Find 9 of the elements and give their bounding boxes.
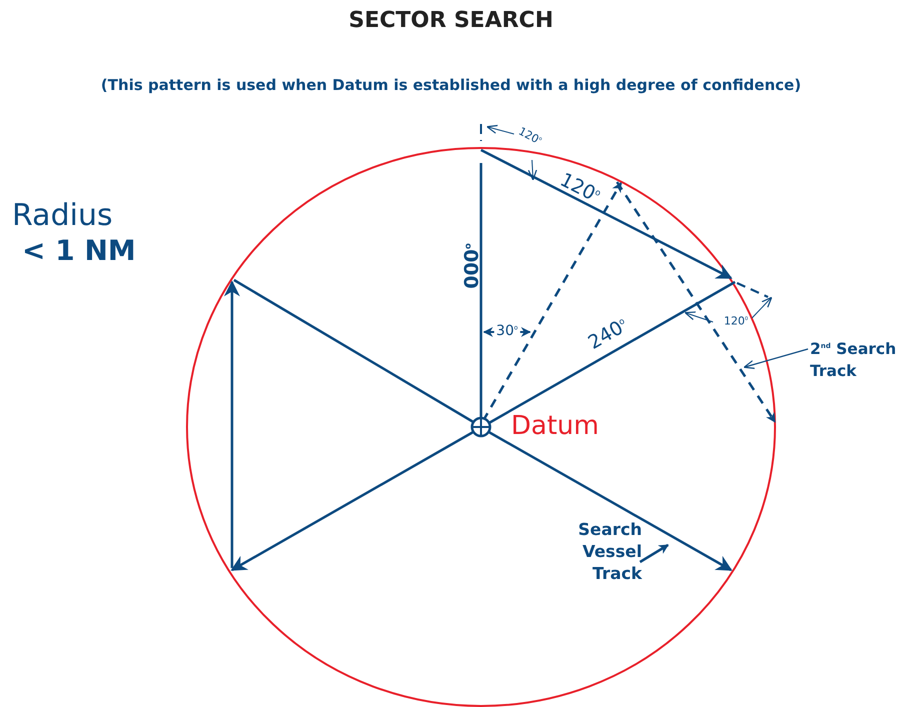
radius-label: < 1 NM bbox=[22, 234, 136, 267]
title: SECTOR SEARCH bbox=[348, 8, 554, 33]
radius-label: Radius bbox=[12, 198, 113, 233]
callout-text: Search Vessel Track bbox=[560, 519, 642, 585]
subtitle: (This pattern is used when Datum is established with a high degree of confidence) bbox=[100, 76, 802, 94]
callout-text: 2$^{nd}$ Search Track bbox=[810, 335, 902, 382]
leader-arrow bbox=[743, 348, 808, 369]
datum-label: Datum bbox=[511, 411, 599, 441]
leader-arrow bbox=[639, 544, 669, 564]
